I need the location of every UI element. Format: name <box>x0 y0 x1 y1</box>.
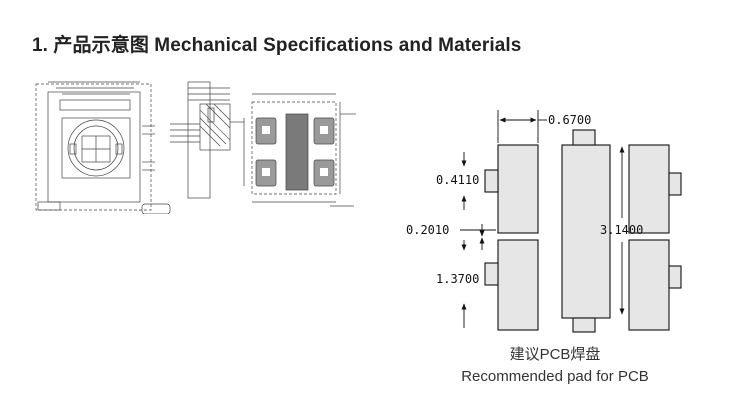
total-length-label: 3.1400 <box>600 223 643 237</box>
section-heading: 1. 产品示意图 Mechanical Specifications and M… <box>32 35 522 56</box>
pad-right-lower-tab <box>668 265 682 289</box>
lower-pad-height-label: 1.3700 <box>436 272 479 286</box>
pad-width-label: 0.6700 <box>548 113 591 127</box>
side-section-drawing <box>170 81 244 199</box>
pad-right-upper-tab <box>668 172 682 196</box>
pad-height-label: 0.4110 <box>436 173 479 187</box>
pad-center-tab-bottom <box>572 317 596 333</box>
pad-left-upper-tab <box>484 169 499 193</box>
pad-right-lower <box>628 239 670 331</box>
mechanical-drawings <box>35 81 356 214</box>
caption-chinese: 建议PCB焊盘 <box>509 346 601 363</box>
pad-left-lower-tab <box>484 262 499 286</box>
pad-left-lower <box>497 239 539 331</box>
pad-center <box>561 144 611 319</box>
top-view-drawing <box>35 81 171 214</box>
pad-center-tab-top <box>572 129 596 146</box>
pad-right-upper <box>628 144 670 234</box>
caption-english: Recommended pad for PCB <box>461 368 649 385</box>
pad-left-upper <box>497 144 539 234</box>
pad-gap-label: 0.2010 <box>406 223 449 237</box>
pcb-pad-drawing: 0.6700 0.4110 0.2010 1.3700 3.1400 <box>406 110 682 333</box>
bottom-view-drawing <box>243 93 356 207</box>
